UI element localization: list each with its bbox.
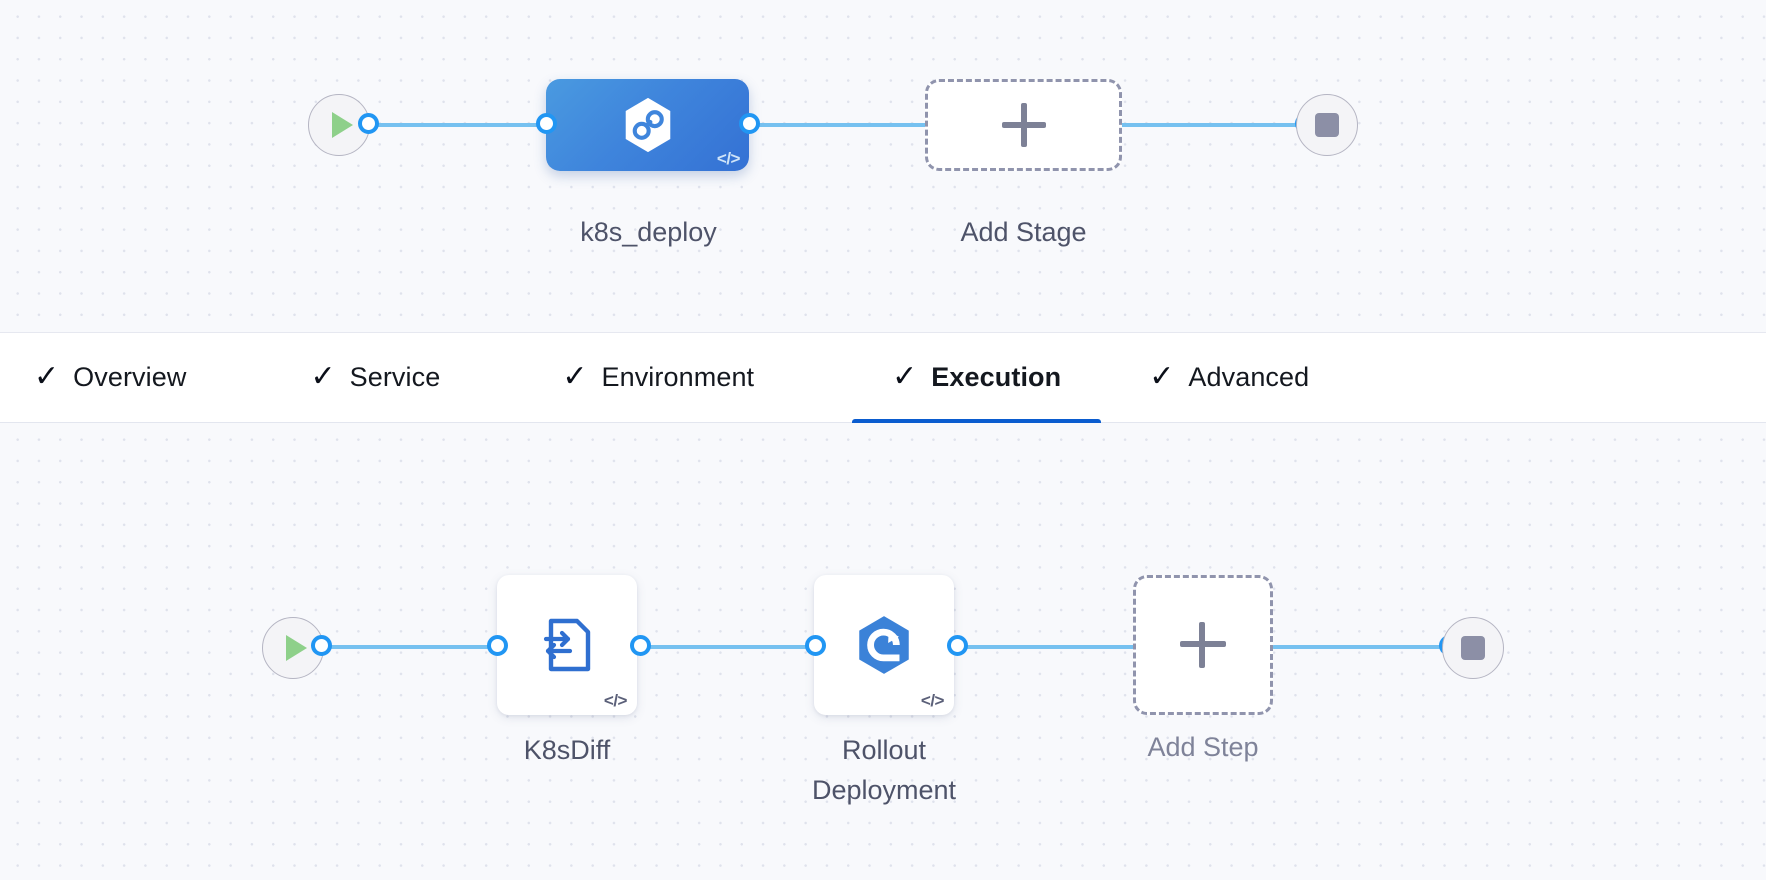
stage-start-node[interactable] <box>308 94 370 156</box>
stage-node-k8s-deploy[interactable]: </> <box>546 79 749 171</box>
rollout-input-port[interactable] <box>805 635 826 656</box>
tab-execution-label: Execution <box>931 362 1062 392</box>
step-start-port[interactable] <box>311 635 332 656</box>
k8sdiff-output-port[interactable] <box>630 635 651 656</box>
tab-environment-label: Environment <box>601 362 755 392</box>
step-start-node[interactable] <box>262 617 324 679</box>
stage-code-badge[interactable]: </> <box>716 149 741 168</box>
plus-icon <box>1001 103 1046 147</box>
stop-icon <box>1315 113 1339 137</box>
connector-stage-to-add-stage <box>740 123 930 127</box>
tab-advanced-label: Advanced <box>1188 362 1310 392</box>
tab-overview[interactable]: ✓ Overview <box>34 332 222 423</box>
tab-active-underline <box>852 419 1102 424</box>
add-stage-label: Add Stage <box>960 217 1087 247</box>
tab-service[interactable]: ✓ Service <box>310 332 476 423</box>
play-icon <box>286 635 307 661</box>
k8s-diff-file-icon <box>543 618 591 672</box>
step-end-node[interactable] <box>1442 617 1504 679</box>
stage-graph-canvas[interactable]: </> k8s_deploy Add Stage <box>0 0 1766 332</box>
tab-service-label: Service <box>349 362 441 392</box>
stage-start-port[interactable] <box>358 113 379 134</box>
stage-input-port[interactable] <box>536 113 557 134</box>
execution-steps-canvas[interactable]: </> K8sDiff </> Rollout Deployment Add S… <box>0 423 1766 880</box>
step-label-k8sdiff: K8sDiff <box>523 735 611 765</box>
rollout-output-port[interactable] <box>947 635 968 656</box>
check-icon: ✓ <box>1149 359 1175 393</box>
stage-node-label: k8s_deploy <box>580 217 717 247</box>
check-icon: ✓ <box>562 359 588 393</box>
check-icon: ✓ <box>34 359 60 393</box>
connector-k8sdiff-to-rollout <box>631 645 815 649</box>
harness-cd-hexagon-icon <box>625 97 670 153</box>
k8sdiff-input-port[interactable] <box>487 635 508 656</box>
stage-end-node[interactable] <box>1296 94 1358 156</box>
add-stage-button[interactable] <box>925 79 1122 171</box>
add-step-button[interactable] <box>1133 575 1273 715</box>
connector-start-to-k8sdiff <box>296 645 511 649</box>
play-icon <box>332 112 353 138</box>
stage-output-port[interactable] <box>739 113 760 134</box>
step-code-badge[interactable]: </> <box>920 691 945 710</box>
step-code-badge[interactable]: </> <box>603 691 628 710</box>
add-step-label: Add Step <box>1147 732 1259 762</box>
tab-execution[interactable]: ✓ Execution <box>852 332 1102 424</box>
tab-environment[interactable]: ✓ Environment <box>562 332 790 423</box>
check-icon: ✓ <box>310 359 336 393</box>
tab-overview-label: Overview <box>73 362 187 392</box>
stage-config-tabs: ✓ Overview ✓ Service ✓ Environment ✓ Exe… <box>0 332 1766 424</box>
stop-icon <box>1461 636 1485 660</box>
tab-advanced[interactable]: ✓ Advanced <box>1149 332 1345 423</box>
check-icon: ✓ <box>892 359 918 393</box>
step-node-rollout-deployment[interactable]: </> <box>814 575 954 715</box>
connector-rollout-to-add-step <box>940 645 1137 649</box>
connector-add-stage-to-end <box>1113 123 1306 127</box>
rollout-deployment-hexagon-icon <box>859 616 909 674</box>
step-node-k8sdiff[interactable]: </> <box>497 575 637 715</box>
plus-icon <box>1180 622 1226 668</box>
connector-start-to-stage <box>334 123 552 127</box>
step-label-rollout-deployment: Rollout Deployment <box>811 735 957 805</box>
connector-add-step-to-end <box>1272 645 1455 649</box>
